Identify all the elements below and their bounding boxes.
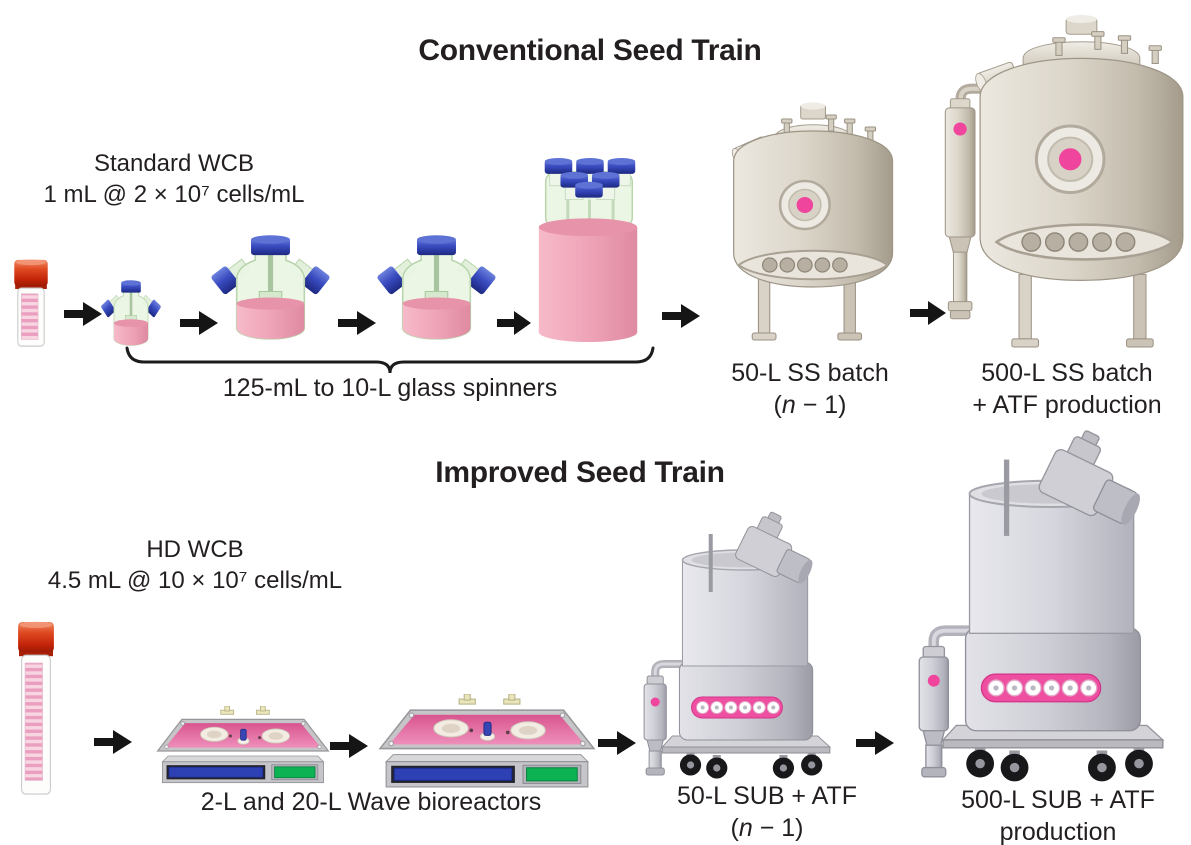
hd-wcb-line2: 4.5 mL @ 10 × 10⁷ cells/mL (47, 567, 343, 594)
standard-wcb-line1: Standard WCB (93, 150, 255, 177)
spinners-bracket (125, 346, 655, 374)
hd-wcb-line1: HD WCB (146, 536, 244, 563)
tank-500-label-line2: + ATF production (972, 391, 1162, 419)
cryovial-hd (18, 621, 54, 795)
glass-spinner-10l (538, 157, 638, 343)
spinners-caption: 125-mL to 10-L glass spinners (222, 374, 558, 402)
tank-500-label: 500-L SS batch + ATF production (943, 357, 1191, 421)
cap-cluster (544, 157, 636, 201)
spinner-flask-medium-1 (209, 235, 332, 348)
improved-title: Improved Seed Train (435, 456, 725, 489)
flow-arrow-icon (662, 303, 700, 329)
flow-arrow-icon (856, 730, 894, 756)
sight-glass (778, 179, 831, 231)
tank-50-label-line2: (n − 1) (773, 391, 847, 419)
sub-500l (906, 428, 1184, 786)
port-row (761, 257, 848, 273)
hd-wcb-label: HD WCB 4.5 mL @ 10 × 10⁷ cells/mL (22, 534, 368, 596)
sub-50l (634, 510, 846, 782)
sub-50-label: 50-L SUB + ATF (n − 1) (642, 780, 892, 844)
flow-arrow-icon (64, 301, 102, 327)
ss-tank-50l (731, 102, 894, 341)
sub-500-label-line1: 500-L SUB + ATF (961, 786, 1155, 814)
standard-wcb-label: Standard WCB 1 mL @ 2 × 10⁷ cells/mL (2, 148, 346, 210)
tank-50-label-line1: 50-L SS batch (731, 359, 889, 387)
flow-arrow-icon (338, 310, 376, 336)
atf-column (944, 83, 1031, 320)
conventional-title: Conventional Seed Train (418, 34, 762, 67)
flow-arrow-icon (94, 729, 132, 755)
flow-arrow-icon (598, 730, 636, 756)
cryovial-standard (14, 259, 48, 347)
tank-500-label-line1: 500-L SS batch (981, 359, 1153, 387)
spinner-flask-medium-2 (375, 235, 498, 348)
wave-caption: 2-L and 20-L Wave bioreactors (200, 788, 542, 816)
sub-500-label-line2: production (999, 818, 1117, 845)
sub-50-label-line2: (n − 1) (730, 814, 804, 842)
sub-50-label-line1: 50-L SUB + ATF (677, 782, 857, 810)
tank-50-label: 50-L SS batch (n − 1) (698, 357, 922, 421)
wave-bioreactor-2l (156, 706, 330, 786)
flow-arrow-icon (330, 733, 368, 759)
flow-arrow-icon (497, 310, 531, 336)
port-row (1021, 232, 1136, 252)
sub-500-label: 500-L SUB + ATF production (932, 784, 1184, 845)
wave-bioreactor-20l (378, 694, 596, 791)
ss-tank-500l (944, 15, 1184, 348)
spinner-flask-small (100, 280, 162, 351)
standard-wcb-line2: 1 mL @ 2 × 10⁷ cells/mL (43, 181, 305, 208)
sight-glass (1034, 124, 1106, 195)
